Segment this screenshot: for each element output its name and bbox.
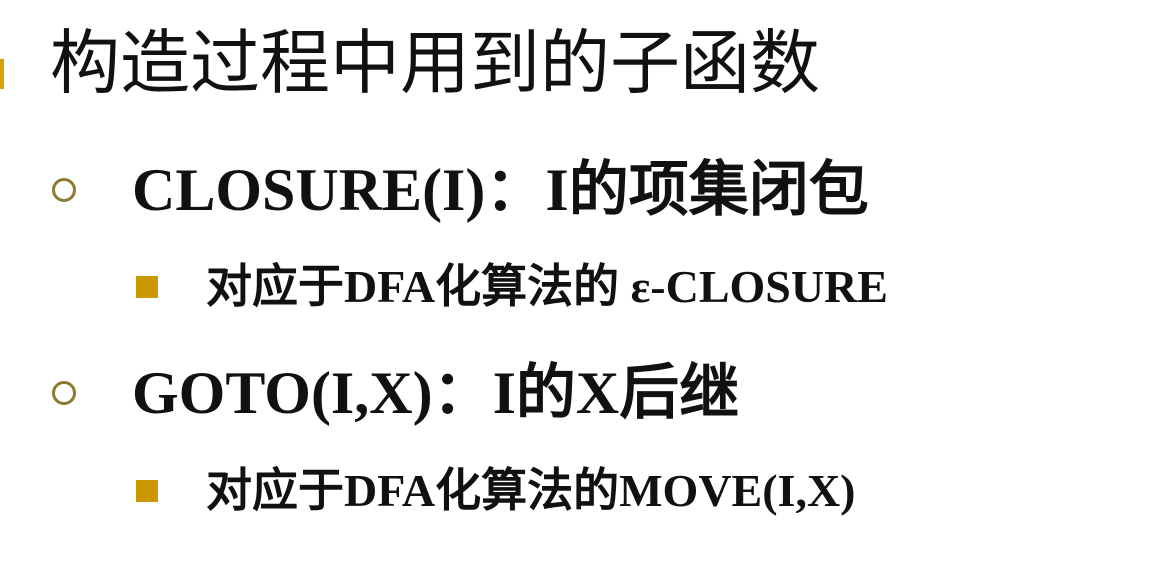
bullet-goto: GOTO(I,X)：I的X后继 (52, 360, 739, 426)
bullet-closure-text: CLOSURE(I)：I的项集闭包 (132, 157, 869, 223)
subbullet-goto: 对应于DFA化算法的MOVE(I,X) (136, 465, 856, 517)
circle-bullet-icon (52, 381, 76, 405)
bullet-goto-text: GOTO(I,X)：I的X后继 (132, 360, 740, 426)
subbullet-goto-text: 对应于DFA化算法的MOVE(I,X) (206, 465, 856, 516)
circle-bullet-icon (52, 178, 76, 202)
subbullet-closure-text: 对应于DFA化算法的 ε-CLOSURE (206, 261, 888, 312)
square-bullet-icon (136, 276, 158, 299)
subbullet-closure: 对应于DFA化算法的 ε-CLOSURE (136, 261, 888, 313)
title-marker (0, 59, 4, 89)
bullet-closure: CLOSURE(I)：I的项集闭包 (52, 157, 869, 223)
slide-title: 构造过程中用到的子函数 (50, 22, 820, 104)
square-bullet-icon (136, 480, 158, 503)
